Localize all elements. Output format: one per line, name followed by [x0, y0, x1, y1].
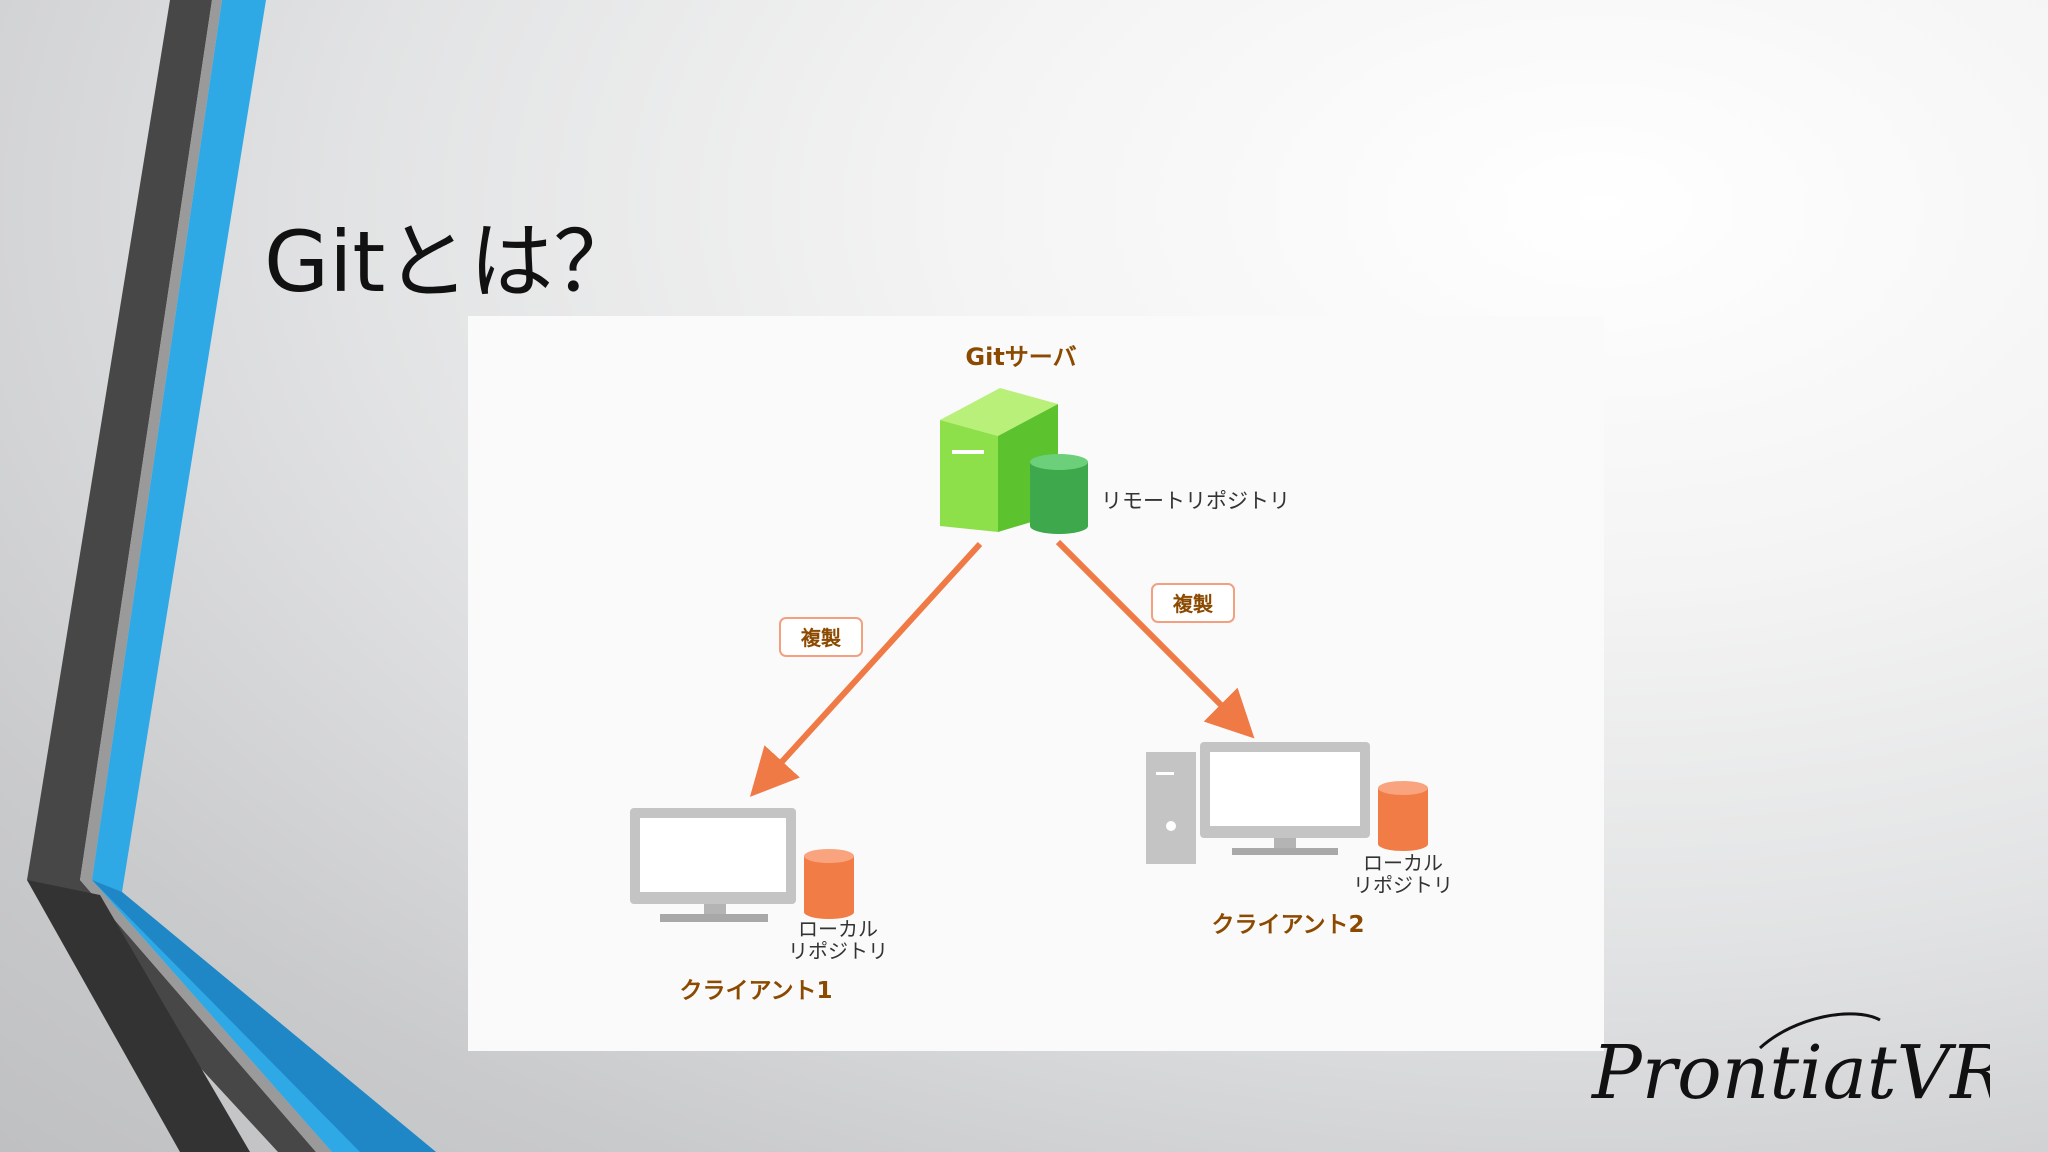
git-diagram: Gitサーバ リモートリポジトリ 複製 複製 ローカル リポジトリ クライアント…	[468, 316, 1604, 1051]
monitor-icon	[630, 808, 796, 922]
dark-base-triangle	[27, 880, 250, 1152]
local-repository-icon-1	[804, 849, 854, 919]
clone-label-left: 複製	[801, 626, 841, 650]
clone-arrow-left	[749, 541, 983, 797]
prontiat-vr-logo: ProntiatVR	[1590, 1012, 1990, 1116]
client1-name: クライアント1	[679, 978, 832, 1004]
clone-badge-left: 複製	[779, 617, 863, 657]
client2-name: クライアント2	[1211, 912, 1364, 938]
blue-base-shade	[92, 880, 436, 1152]
logo-swash	[1758, 1012, 1881, 1050]
logo-text: ProntiatVR	[1590, 1030, 1990, 1116]
dark-stripe	[27, 0, 316, 1152]
client2-repo-label-line2: リポジトリ	[1353, 873, 1453, 897]
remote-repository-icon	[1030, 454, 1088, 534]
clone-label-right: 複製	[1173, 592, 1213, 616]
client1-repo-label-line2: リポジトリ	[788, 939, 888, 963]
client1-repo-label-line1: ローカル	[798, 917, 878, 941]
remote-repository-label: リモートリポジトリ	[1101, 489, 1290, 513]
slide-title: Gitとは？	[264, 213, 638, 311]
clone-badge-right: 複製	[1151, 583, 1235, 623]
gray-stripe	[80, 0, 332, 1152]
client2-repo-label-line1: ローカル	[1363, 851, 1443, 875]
local-repository-icon-2	[1378, 781, 1428, 851]
desktop-pc-icon	[1146, 742, 1370, 864]
server-title: Gitサーバ	[965, 343, 1076, 371]
blue-stripe	[92, 0, 436, 1152]
clone-arrow-right	[1055, 539, 1255, 739]
